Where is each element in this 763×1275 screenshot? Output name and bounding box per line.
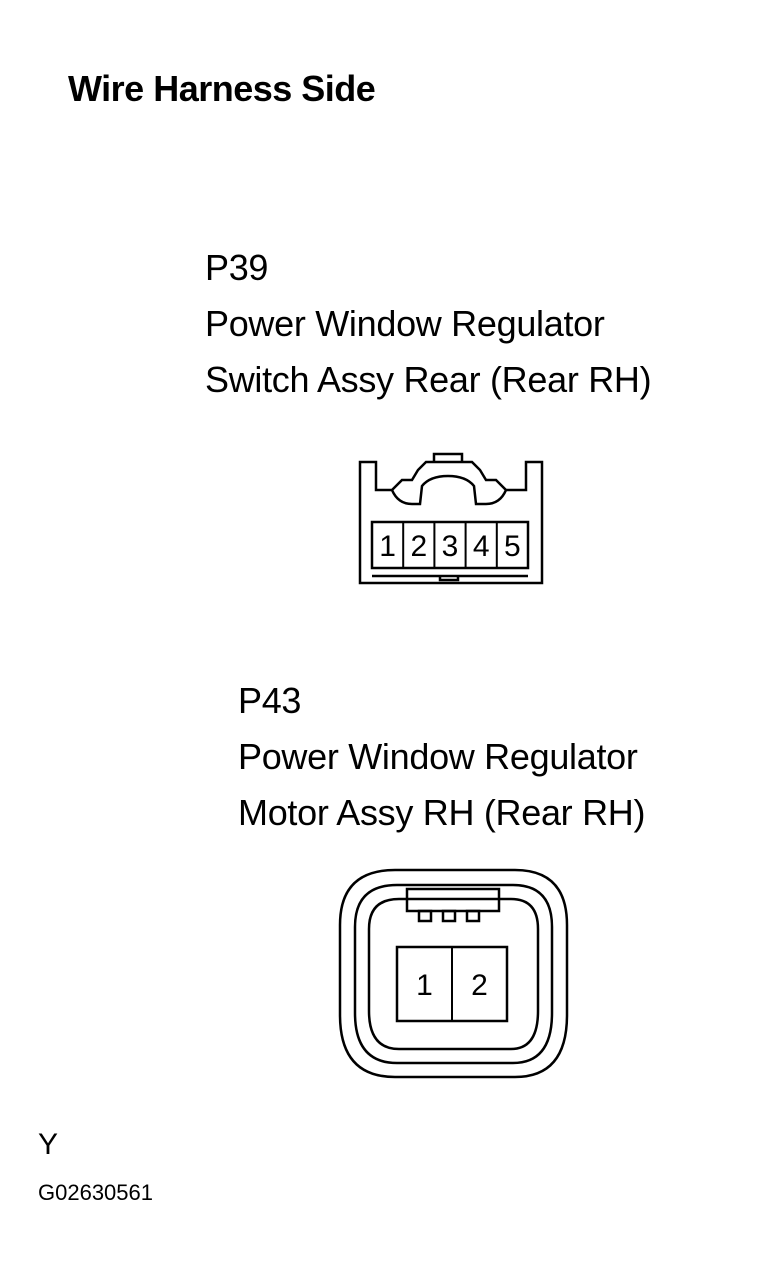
pin-number: 1 — [416, 969, 433, 1002]
connector-p39-id: P39 — [205, 247, 269, 288]
pin-number: 2 — [410, 530, 427, 563]
connector-p43-desc-line2: Motor Assy RH (Rear RH) — [238, 792, 646, 833]
pin-number: 1 — [379, 530, 396, 563]
connector-p39-desc-line1: Power Window Regulator — [205, 303, 605, 344]
pin-number: 4 — [473, 530, 490, 563]
connector-p43-label: P43 Power Window Regulator Motor Assy RH… — [238, 673, 645, 841]
connector-p39-desc-line2: Switch Assy Rear (Rear RH) — [205, 359, 652, 400]
pin-number: 5 — [504, 530, 521, 563]
diagram-title: Wire Harness Side — [68, 68, 376, 109]
footer-mark: Y — [38, 1128, 59, 1161]
connector-p43-id: P43 — [238, 680, 302, 721]
connector-p43-desc-line1: Power Window Regulator — [238, 736, 638, 777]
pin-number: 3 — [442, 530, 459, 563]
connector-p39-label: P39 Power Window Regulator Switch Assy R… — [205, 240, 652, 408]
pin-number: 2 — [471, 969, 488, 1002]
figure-code: G02630561 — [38, 1180, 153, 1205]
